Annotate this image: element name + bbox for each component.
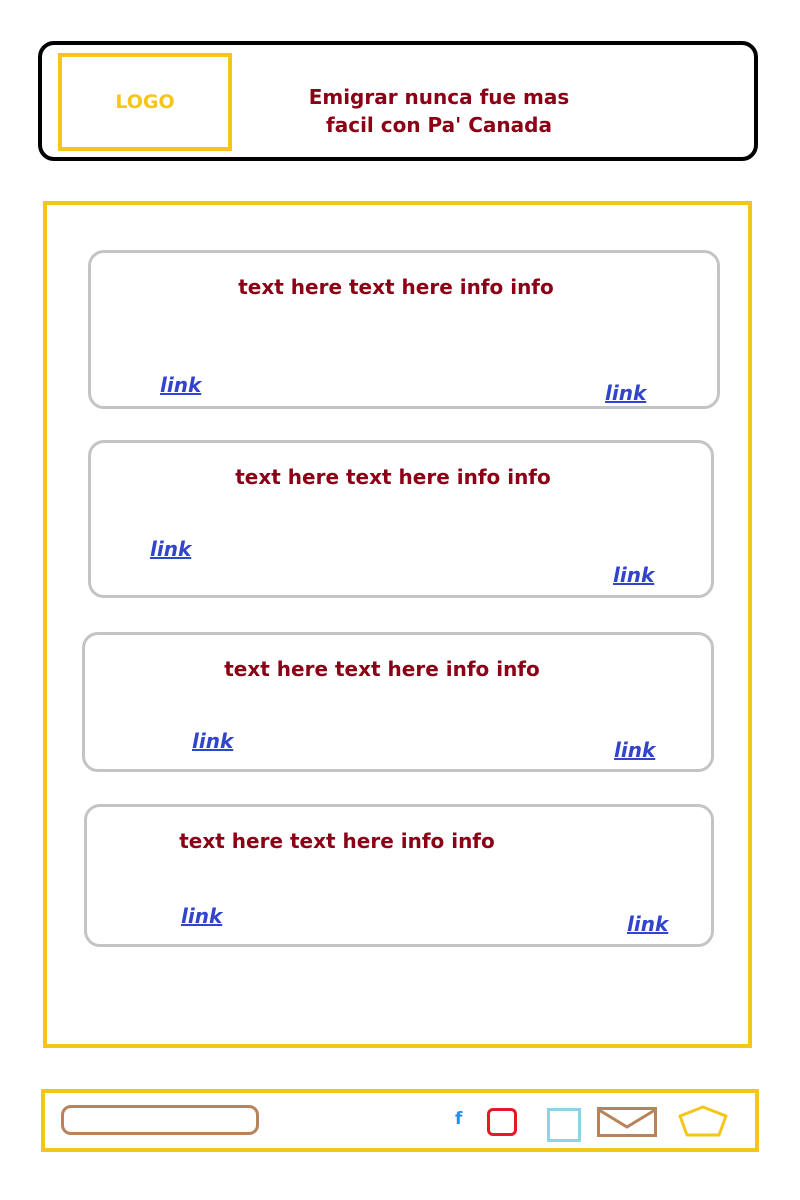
logo[interactable]: LOGO: [58, 53, 232, 151]
info-card-3: text here text here info info link link: [82, 632, 714, 772]
footer-bar-placeholder: [61, 1105, 259, 1135]
main-content: text here text here info info link link …: [43, 201, 752, 1048]
info-card-4: text here text here info info link link: [84, 804, 714, 947]
pentagon-icon[interactable]: [677, 1105, 729, 1137]
instagram-icon[interactable]: [487, 1108, 517, 1136]
card-link-right[interactable]: link: [627, 912, 669, 936]
card-link-left[interactable]: link: [181, 904, 223, 928]
card-text: text here text here info info: [224, 657, 540, 681]
info-card-1: text here text here info info link link: [88, 250, 720, 409]
card-text: text here text here info info: [238, 275, 554, 299]
mail-icon[interactable]: [597, 1107, 657, 1137]
site-footer: f: [41, 1089, 759, 1152]
card-link-left[interactable]: link: [150, 537, 192, 561]
logo-label: LOGO: [115, 91, 175, 113]
info-card-2: text here text here info info link link: [88, 440, 714, 598]
site-header: LOGO Emigrar nunca fue mas facil con Pa'…: [38, 41, 758, 161]
card-link-left[interactable]: link: [160, 373, 202, 397]
card-link-left[interactable]: link: [192, 729, 234, 753]
card-text: text here text here info info: [235, 465, 551, 489]
card-text: text here text here info info: [179, 829, 495, 853]
square-icon[interactable]: [547, 1108, 581, 1142]
facebook-icon[interactable]: f: [455, 1109, 463, 1129]
card-link-right[interactable]: link: [613, 563, 655, 587]
card-link-right[interactable]: link: [605, 381, 647, 405]
tagline-line-1: Emigrar nunca fue mas: [308, 85, 570, 109]
tagline-line-2: facil con Pa' Canada: [326, 113, 552, 137]
card-link-right[interactable]: link: [614, 738, 656, 762]
tagline: Emigrar nunca fue mas facil con Pa' Cana…: [274, 83, 604, 139]
